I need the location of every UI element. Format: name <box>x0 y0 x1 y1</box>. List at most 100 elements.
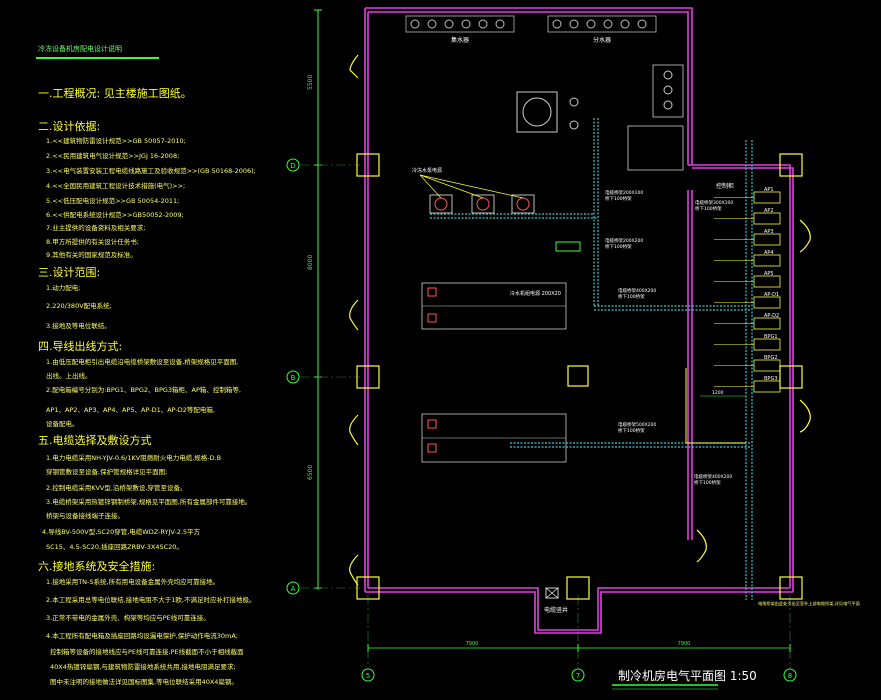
distribution-box-label: AP4 <box>764 250 774 256</box>
pump-label: 冷冻水泵电源 <box>412 167 442 174</box>
tray-label-3: 电缆桥架200X200 <box>605 237 643 244</box>
section-5-title: 五.电缆选择及敷设方式 <box>38 434 152 447</box>
distribution-box-ap1: AP1 <box>714 187 781 204</box>
s4-item-2: 出线。上出线。 <box>46 372 92 380</box>
grid-bubble-5: 5 <box>361 668 375 682</box>
s6-item-1: 1.接地采用TN-S系统,所有用电设备金属外壳均应可靠接地。 <box>46 578 220 586</box>
distribution-box-label: BPG1 <box>764 334 778 340</box>
tray-label-6: 桥下100桥架 <box>618 293 645 300</box>
water-distributor: 分水器 <box>547 15 657 44</box>
svg-text:B: B <box>291 374 296 382</box>
tray-label-5: 电缆桥架400X200 <box>618 287 656 294</box>
design-notes-panel: 冷冻设备机房配电设计说明 一.工程概况: 见主楼施工图纸。 二.设计依据: 1.… <box>0 0 300 700</box>
distribution-box-ap-d2: AP-D2 <box>714 313 781 330</box>
door-swing-3 <box>349 414 359 446</box>
svg-text:7: 7 <box>576 672 580 680</box>
door-swing-2 <box>349 299 359 331</box>
s2-item-4: 4.<<全国民用建筑工程设计技术措施(电气)>>; <box>46 182 186 190</box>
s6-item-7: 图中未注明的接地做法详见国标图集,等电位联结采用40X4扁钢。 <box>50 678 238 686</box>
s2-item-9: 9.其他有关的国家规范及标准。 <box>46 251 137 259</box>
svg-text:A: A <box>291 585 296 593</box>
grid-bubble-B: B <box>286 370 300 384</box>
s3-item-3: 3.接地及等电位联结。 <box>46 322 111 330</box>
section-6-title: 六.接地系统及安全措施: <box>38 560 156 573</box>
distribution-box-label: AP5 <box>764 271 774 277</box>
svg-text:8: 8 <box>788 672 792 680</box>
notes-header: 冷冻设备机房配电设计说明 <box>38 45 122 53</box>
control-panel-label: 控制柜 <box>716 182 734 190</box>
s6-item-3: 3.正常不带电的金属外壳、构架等均应与PE线可靠连接。 <box>46 614 210 622</box>
section-4-title: 四.导线出线方式: <box>38 340 123 353</box>
distribution-box-bpg1: BPG1 <box>714 334 781 351</box>
door-swing-4 <box>349 554 359 586</box>
s4-item-3: 2.配电箱编号分别为:BPG1、BPG2、BPG3箱柜、AP箱、控制箱等, <box>46 386 241 394</box>
s4-item-1: 1.由低压配电柜引出电缆沿电缆桥架敷设至设备,桥架规格见平面图, <box>46 358 239 366</box>
tray-label-11: 电缆桥架400X200 <box>694 473 732 480</box>
s5-item-5: 桥架与设备接线端子连接。 <box>46 512 124 520</box>
svg-text:电缆竖井: 电缆竖井 <box>544 606 568 614</box>
column-5 <box>779 153 803 177</box>
grid-bubble-D: D <box>286 158 300 172</box>
s5-item-6: 4.导线BV-500V型,SC20穿管,电缆WDZ-RYJV-2.5平方 <box>42 528 201 536</box>
s2-item-3: 3.<<电气装置安装工程电缆线路施工及验收规范>>(GB 50168-2006)… <box>46 167 256 175</box>
door-swing-7 <box>799 219 811 253</box>
s6-item-4: 4.本工程所有配电箱及插座回路均设漏电保护,保护动作电流30mA; <box>46 632 239 640</box>
s5-item-1: 1.电力电缆采用NH-YJV-0.6/1KV阻燃耐火电力电缆,规格-D.B <box>46 454 222 462</box>
s4-item-4: AP1、AP2、AP3、AP4、AP5、AP-D1、AP-D2等配电箱, <box>46 406 215 414</box>
column-7 <box>779 576 803 600</box>
distribution-box-ap5: AP5 <box>714 271 781 288</box>
distribution-box-ap3: AP3 <box>714 229 781 246</box>
room-walls <box>364 7 794 634</box>
door-swing-6 <box>799 399 811 433</box>
svg-text:集水器: 集水器 <box>451 36 469 44</box>
door-swing-5 <box>696 529 707 563</box>
chiller-label: 冷水机组电源 200X20 <box>510 290 561 297</box>
riser-note: 电缆桥架由此处引出至室外上部电缆桥架,详见电气平面 <box>758 600 860 607</box>
distribution-box-label: BPG2 <box>764 355 778 361</box>
section-3-title: 三.设计范围: <box>38 266 101 279</box>
distribution-box-label: AP-D1 <box>764 292 779 298</box>
svg-text:5: 5 <box>366 672 370 680</box>
pump-group <box>429 194 535 214</box>
tray-label-9: 电缆桥架500X200 <box>618 421 656 428</box>
distribution-box-bpg2: BPG2 <box>714 355 781 372</box>
column-1 <box>356 153 380 177</box>
dim-1200: 1200 <box>712 390 724 396</box>
distribution-box-ap-d1: AP-D1 <box>714 292 781 309</box>
valve-2 <box>569 120 579 130</box>
dim-h-1: 7900 <box>466 641 479 647</box>
tray-label-10: 桥下100桥架 <box>618 427 645 434</box>
s6-item-2: 2.本工程采用总等电位联结,接地电阻不大于1欧,不满足时应补打接地极。 <box>46 596 256 604</box>
s5-item-4: 3.电缆桥架采用热镀锌钢制桥架,规格见平面图,所有金属部件可靠接地。 <box>46 498 252 506</box>
dim-v-3: 6500 <box>307 465 314 480</box>
water-collector: 集水器 <box>405 15 515 44</box>
s3-item-1: 1.动力配电; <box>46 284 81 292</box>
s2-item-6: 6.<<供配电系统设计规范>>GB50052-2009; <box>46 211 184 219</box>
svg-text:D: D <box>290 162 295 170</box>
door-swing-1 <box>349 54 359 79</box>
distribution-box-label: AP1 <box>764 187 774 193</box>
riser-shaft: 电缆竖井 <box>544 587 568 614</box>
control-cabinet-box <box>627 125 684 171</box>
s2-item-7: 7.业主提供的设备资料及相关要求; <box>46 224 146 232</box>
s2-item-2: 2.<<民用建筑电气设计规范>>JGJ 16-2008; <box>46 152 180 160</box>
dim-v-2: 8000 <box>307 255 314 270</box>
grid-bubble-7: 7 <box>571 668 585 682</box>
tray-label-8: 桥下100桥架 <box>695 205 722 212</box>
column-8 <box>567 365 589 387</box>
drawing-title: 制冷机房电气平面图 1:50 <box>618 668 757 683</box>
distribution-box-label: BPG3 <box>764 376 778 382</box>
column-6 <box>779 365 803 389</box>
s5-item-2: 穿钢管敷设至设备,保护管规格详见平面图; <box>46 468 168 476</box>
s5-item-3: 2.控制电缆采用KVV型,沿桥架敷设,穿管至设备。 <box>46 484 187 492</box>
s4-item-5: 设备配电。 <box>46 420 79 428</box>
distribution-box-label: AP-D2 <box>764 313 779 319</box>
header-underline <box>36 57 159 59</box>
section-1-title: 一.工程概况: 见主楼施工图纸。 <box>38 87 192 100</box>
section-2-title: 二.设计依据: <box>38 120 101 133</box>
tray-label-1: 电缆桥架200X100 <box>605 189 643 196</box>
s6-item-6: 40X4热镀锌扁钢,与建筑物防雷接地系统共用,接地电阻满足要求; <box>50 663 236 671</box>
distribution-box-ap2: AP2 <box>714 208 781 225</box>
distribution-box-label: AP2 <box>764 208 774 214</box>
